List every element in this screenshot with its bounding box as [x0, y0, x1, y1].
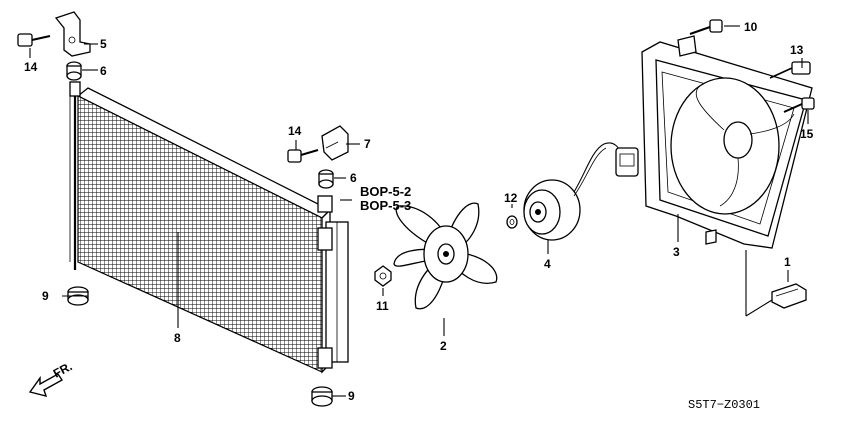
- callout-3: 3: [673, 245, 680, 259]
- callout-6-upper: 6: [100, 64, 107, 78]
- callout-15: 15: [800, 127, 814, 141]
- reference-bop-5-2[interactable]: BOP-5-2: [360, 184, 411, 199]
- condenser: [69, 81, 349, 374]
- nut-11: [374, 265, 392, 287]
- diagram-code: S5T7−Z0301: [688, 398, 760, 412]
- bolt-14-middle: [287, 149, 319, 163]
- bolt-10: [689, 19, 723, 35]
- callout-6-middle: 6: [350, 171, 357, 185]
- bracket-7: [321, 125, 349, 161]
- cushion-6-upper: [66, 61, 82, 81]
- callout-14-upper: 14: [24, 60, 38, 74]
- callout-9-left: 9: [42, 289, 49, 303]
- cushion-9-lower: [311, 386, 333, 407]
- callout-8: 8: [174, 331, 181, 345]
- callout-4: 4: [544, 257, 551, 271]
- reference-bop-5-3[interactable]: BOP-5-3: [360, 198, 411, 213]
- callout-2: 2: [440, 339, 447, 353]
- nut-12: [506, 215, 518, 229]
- callout-labels: 5 14 6 8 9 9 14 7 6 2 12 11 4 3 10 13 15…: [24, 20, 814, 403]
- connector-13: [769, 61, 811, 79]
- bolt-14-upper: [17, 33, 51, 47]
- callout-10: 10: [744, 20, 758, 34]
- bolt-15: [783, 97, 815, 113]
- callout-7: 7: [364, 137, 371, 151]
- reference-labels: BOP-5-2 BOP-5-3: [360, 184, 411, 213]
- callout-9-lower: 9: [348, 389, 355, 403]
- fan-resistor: [771, 283, 807, 309]
- fan-shroud: [641, 35, 813, 249]
- callout-5: 5: [100, 37, 107, 51]
- callout-13: 13: [790, 43, 804, 57]
- bracket-upper-left: [54, 11, 91, 57]
- cushion-6-middle: [318, 169, 334, 189]
- callout-12: 12: [504, 191, 518, 205]
- callout-11: 11: [376, 299, 389, 313]
- callout-14-middle: 14: [288, 124, 302, 138]
- fan-motor: [523, 142, 639, 241]
- front-direction-arrow: FR.: [28, 359, 74, 397]
- leader-lines: [29, 25, 809, 397]
- fan-blade: [393, 202, 498, 310]
- callout-1: 1: [784, 255, 791, 269]
